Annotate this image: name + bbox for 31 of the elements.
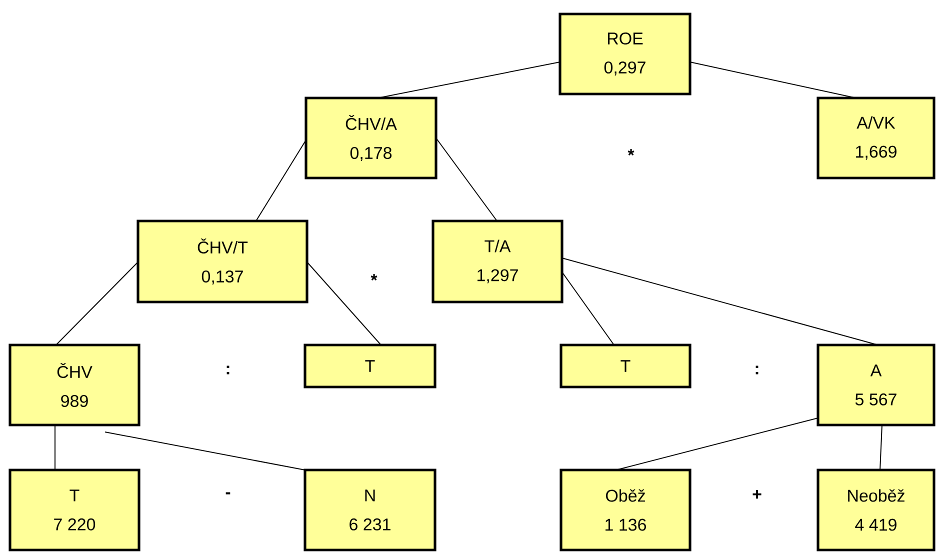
value-box: T [304,344,436,388]
connector-line [56,262,138,346]
operator-sign: - [226,492,230,494]
connector-line [562,258,878,346]
value-box: A 5 567 [816,344,936,426]
value-box: ČHV/A 0,178 [304,96,438,180]
connector-line [54,424,56,470]
connector-line [256,140,306,222]
value-box: ČHV 989 [8,344,140,426]
connector-line [378,62,560,98]
connector-line [690,62,856,98]
connector-line [436,138,498,222]
value-box: ROE 0,297 [558,12,692,96]
operator-sign: + [752,490,762,499]
value-box: N 6 231 [304,468,436,552]
operator-sign: * [370,274,378,280]
value-box: Oběž 1 136 [560,468,692,552]
value-box: ČHV/T 0,137 [136,220,308,304]
operator-sign: : [226,366,230,374]
connector-line [562,272,614,346]
value-box: Neoběž 4 419 [816,468,936,552]
connector-line [616,418,818,470]
operator-sign: * [628,149,634,156]
value-box: A/VK 1,669 [816,96,936,180]
connector-line [104,432,306,470]
connector-line [880,424,882,470]
value-box: T 7 220 [8,468,140,552]
operator-sign: : [756,366,758,374]
value-box: T/A 1,297 [432,220,564,304]
connector-line [306,262,382,346]
value-box: T [560,344,692,388]
